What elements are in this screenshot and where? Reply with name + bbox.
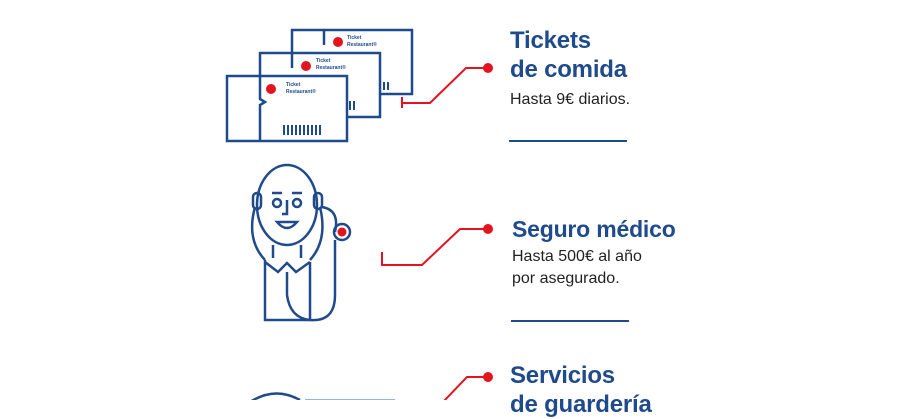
benefit-title-tickets-line2: de comida [510, 56, 627, 83]
divider [511, 320, 629, 322]
benefit-desc-tickets: Hasta 9€ diarios. [510, 91, 631, 108]
svg-text:Ticket: Ticket [347, 35, 362, 41]
benefit-title-tickets-line1: Tickets [510, 27, 591, 54]
svg-text:Restaurant®: Restaurant® [286, 88, 316, 95]
connector-3 [443, 372, 493, 400]
infographic-art: Ticket Restaurant® Ticket Restaurant® Ti… [225, 28, 493, 400]
benefit-title-seguro: Seguro médico [512, 216, 676, 242]
benefit-desc-seguro-line2: por asegurado. [512, 270, 620, 287]
svg-text:Restaurant®: Restaurant® [316, 64, 346, 71]
svg-text:Ticket: Ticket [316, 58, 331, 64]
ticket-front: Ticket Restaurant® [225, 74, 349, 143]
meal-tickets-icon: Ticket Restaurant® Ticket Restaurant® Ti… [225, 28, 414, 143]
connector-1 [401, 63, 493, 108]
svg-text:Ticket: Ticket [286, 82, 301, 88]
benefit-desc-seguro-line1: Hasta 500€ al año [512, 248, 642, 265]
connector-2 [381, 224, 493, 266]
benefit-title-servicios-line2: de guardería [510, 391, 652, 418]
doctor-stethoscope-icon [250, 163, 352, 322]
svg-text:Restaurant®: Restaurant® [347, 41, 377, 48]
childcare-icon [250, 392, 395, 400]
benefit-title-servicios-line1: Servicios [510, 362, 615, 389]
divider [509, 140, 627, 142]
